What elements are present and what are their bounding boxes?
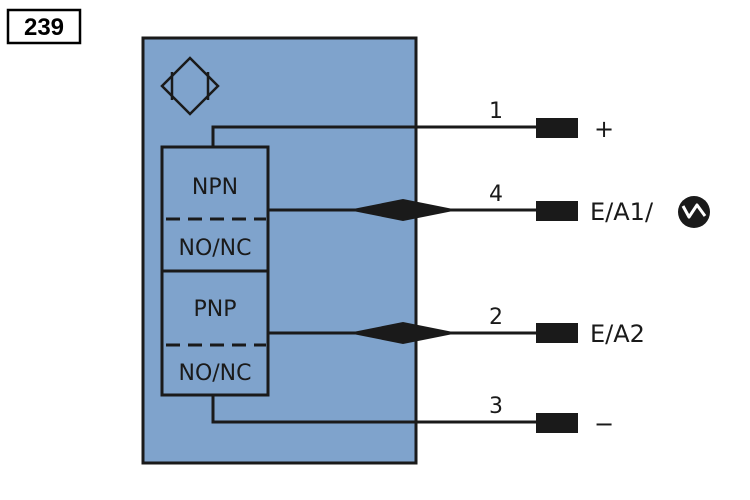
pnp-mode-label: NO/NC: [178, 361, 251, 386]
wire-pin-4: [268, 199, 578, 221]
wire-pin-1: [211, 118, 578, 147]
pin-signal-ea2: E/A2: [590, 320, 645, 348]
pin-number-1: 1: [489, 99, 503, 124]
inductive-sensor-diamond-icon: [160, 56, 220, 116]
pin-number-2: 2: [489, 305, 503, 330]
pin-number-3: 3: [489, 394, 503, 419]
wire-pin-3: [211, 395, 578, 433]
pnp-switch-block: PNP NO/NC: [160, 269, 270, 397]
npn-type-label: NPN: [192, 175, 238, 200]
io-link-icon: [678, 196, 710, 228]
figure-number-badge: 239: [6, 8, 82, 45]
pnp-type-label: PNP: [194, 297, 237, 322]
pin-signal-ea1: E/A1/: [590, 198, 654, 226]
figure-number: 239: [24, 14, 64, 41]
npn-mode-label: NO/NC: [178, 236, 251, 261]
pin-signal-minus: −: [594, 410, 614, 438]
npn-switch-block: NPN NO/NC: [160, 145, 270, 273]
pin-number-4: 4: [489, 182, 503, 207]
pin-signal-plus: +: [594, 115, 614, 143]
wire-pin-2: [268, 322, 578, 344]
